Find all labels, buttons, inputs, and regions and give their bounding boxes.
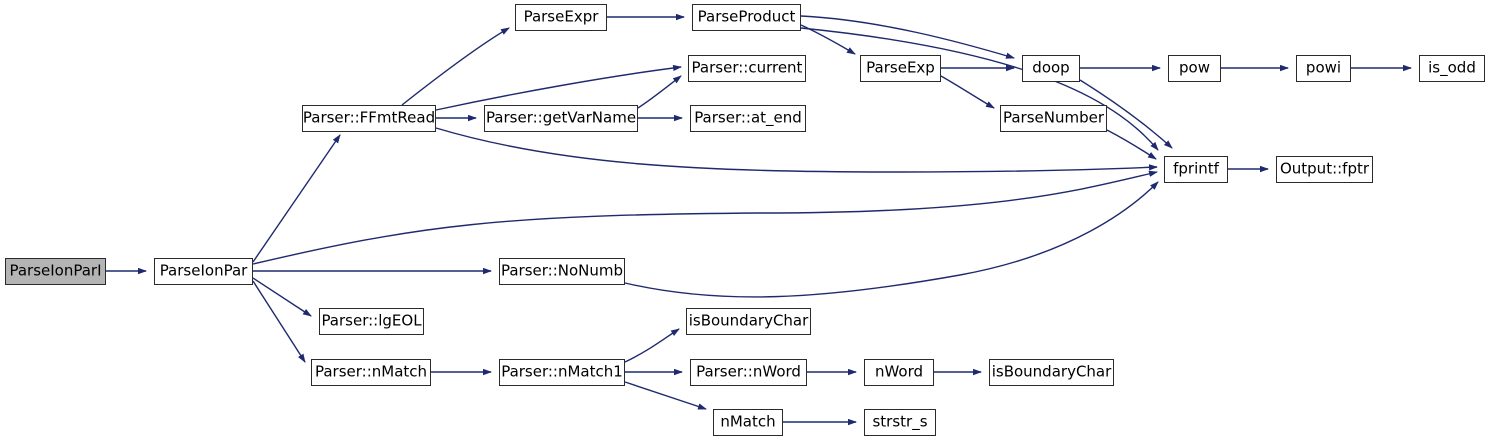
graph-node-label: isBoundaryChar [991,362,1112,381]
graph-node-nmatch[interactable]: nMatch [713,409,783,436]
call-edge [252,134,341,263]
graph-node-label: isBoundaryChar [688,311,809,330]
graph-node-label: ParseIonPar [159,261,248,280]
graph-node-fprintf[interactable]: fprintf [1164,156,1228,183]
graph-node-strstr-s[interactable]: strstr_s [864,409,936,436]
graph-node-parser-at-end[interactable]: Parser::at_end [690,105,806,132]
graph-node-label: is_odd [1428,58,1476,77]
graph-node-parser-nonumb[interactable]: Parser::NoNumb [499,258,625,285]
graph-node-parser-ffmtread[interactable]: Parser::FFmtRead [302,105,436,132]
graph-node-label: powi [1305,58,1342,77]
graph-node-label: Parser::at_end [694,108,802,127]
graph-node-is-odd[interactable]: is_odd [1419,55,1485,82]
graph-node-label: nMatch [720,412,776,431]
graph-node-label: Parser::getVarName [485,108,637,127]
call-edge [252,280,306,363]
graph-node-label: Parser::nMatch [314,362,428,381]
graph-node-label: ParseExp [866,58,935,77]
call-edge [624,181,1159,298]
graph-node-parser-nmatch1[interactable]: Parser::nMatch1 [499,359,625,386]
graph-node-label: Parser::lgEOL [321,311,422,330]
graph-node-label: ParseNumber [1002,108,1105,127]
graph-node-parser-nword[interactable]: Parser::nWord [690,359,807,386]
graph-node-doop[interactable]: doop [1022,55,1080,82]
graph-node-output-fptr[interactable]: Output::fptr [1276,156,1373,183]
graph-node-parseionpari[interactable]: ParseIonParI [5,258,106,285]
graph-node-isboundarychar-2[interactable]: isBoundaryChar [989,359,1114,386]
call-edge [624,381,707,410]
graph-node-label: ParseExpr [523,7,599,26]
call-edge [637,75,682,109]
call-edge [435,64,682,111]
call-edge [401,27,510,106]
graph-node-parseexpr[interactable]: ParseExpr [515,4,607,31]
graph-node-label: Output::fptr [1279,159,1370,178]
graph-node-parseionpar[interactable]: ParseIonPar [154,258,253,285]
graph-node-label: fprintf [1173,159,1219,178]
graph-node-label: Parser::current [691,58,803,77]
graph-node-label: Parser::nWord [696,362,801,381]
graph-node-parser-current[interactable]: Parser::current [688,55,806,82]
call-edge [1106,129,1157,160]
graph-node-label: ParseIonParI [9,261,102,280]
graph-node-parseproduct[interactable]: ParseProduct [692,4,801,31]
call-edge [624,328,680,363]
call-edge [800,15,1015,59]
call-edge [435,127,1158,173]
graph-node-label: nWord [874,362,924,381]
graph-node-label: pow [1179,58,1210,77]
graph-node-parsenumber[interactable]: ParseNumber [1000,105,1107,132]
graph-node-label: Parser::FFmtRead [302,108,436,127]
graph-node-pow[interactable]: pow [1168,55,1221,82]
graph-node-label: doop [1032,58,1070,77]
graph-node-parser-lgeol[interactable]: Parser::lgEOL [319,308,424,335]
call-edge [800,24,856,55]
graph-node-isboundarychar-1[interactable]: isBoundaryChar [686,308,811,335]
graph-node-label: ParseProduct [697,7,796,26]
graph-node-label: Parser::nMatch1 [501,362,623,381]
graph-node-parser-nmatch[interactable]: Parser::nMatch [311,359,431,386]
graph-node-label: Parser::NoNumb [500,261,624,280]
graph-node-parseexp[interactable]: ParseExp [860,55,941,82]
graph-node-parser-getvarname[interactable]: Parser::getVarName [484,105,638,132]
call-edge [252,277,312,317]
call-edge [252,170,1158,265]
graph-node-nword[interactable]: nWord [864,359,934,386]
graph-node-label: strstr_s [872,412,928,431]
graph-node-powi[interactable]: powi [1296,55,1351,82]
call-edge [940,75,995,109]
